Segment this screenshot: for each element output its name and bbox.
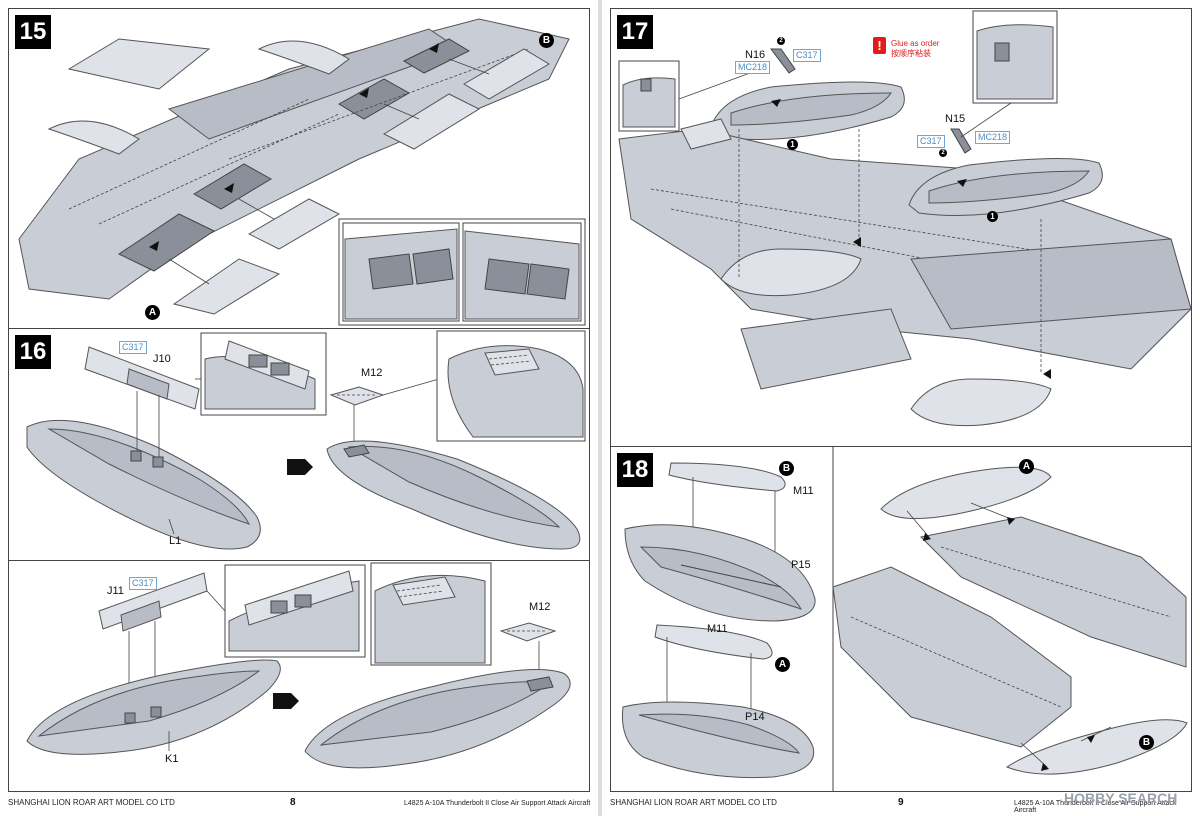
part-label-m12: M12 [361, 367, 383, 379]
step-number: 15 [15, 15, 51, 49]
footer-product: L4825 A-10A Thunderbolt II Close Air Sup… [404, 800, 591, 807]
paint-code-c317: C317 [917, 135, 945, 148]
paint-code-c317: C317 [793, 49, 821, 62]
callout-a: A [145, 305, 160, 320]
paint-code-mc218: MC218 [975, 131, 1011, 144]
instruction-page-9: 17 N16 C317 MC218 2 1 ! Glue as order 按顺… [602, 0, 1200, 816]
step-17-drawing [618, 10, 1191, 427]
callout-b: B [1139, 735, 1154, 750]
order-marker-2: 2 [777, 37, 785, 45]
instruction-page-8: 15 B A [0, 0, 598, 816]
step-16-panel: 16 C317 J10 M12 L1 [8, 328, 590, 562]
footer-company: SHANGHAI LION ROAR ART MODEL CO LTD [610, 798, 777, 807]
order-marker-2: 2 [939, 149, 947, 157]
part-label-j10: J10 [153, 353, 171, 365]
part-label-n15: N15 [945, 113, 966, 125]
watermark: HOBBY SEARCH [1064, 790, 1178, 806]
paint-code-mc218: MC218 [735, 61, 771, 74]
step-number: 17 [617, 15, 653, 49]
callout-a: A [775, 657, 790, 672]
step-17-panel: 17 N16 C317 MC218 2 1 ! Glue as order 按顺… [610, 8, 1192, 448]
page-number: 8 [290, 797, 296, 808]
step-18-panel: 18 B M11 P15 M11 A P14 A B [610, 446, 1192, 792]
step-18-drawing [621, 447, 1188, 791]
footer-product: L4825 A-10A Thunderbolt II Close Air Sup… [1014, 800, 1177, 814]
step-number: 18 [617, 453, 653, 487]
glue-instruction-cn: 按顺序粘装 [891, 49, 931, 58]
order-marker-1: 1 [987, 211, 998, 222]
paint-code-c317: C317 [129, 577, 157, 590]
glue-instruction-en: Glue as order [891, 39, 940, 48]
step-16-continued-panel: J11 C317 M12 K1 [8, 560, 590, 792]
glue-warning-icon: ! [873, 37, 886, 54]
step-16-drawing [26, 330, 586, 550]
callout-b: B [779, 461, 794, 476]
part-label-l1: L1 [169, 535, 182, 547]
part-label-j11: J11 [107, 585, 124, 597]
part-label-p14: P14 [745, 711, 765, 723]
part-label-m11: M11 [707, 623, 728, 635]
page-gutter [598, 0, 602, 816]
step-15-drawing [18, 18, 586, 326]
part-label-k1: K1 [165, 753, 179, 765]
step-15-panel: 15 B A [8, 8, 590, 330]
part-label-m11: M11 [793, 485, 814, 497]
step-16-continued-drawing [26, 562, 571, 769]
callout-b: B [539, 33, 554, 48]
order-marker-1: 1 [787, 139, 798, 150]
callout-a: A [1019, 459, 1034, 474]
page-number: 9 [898, 797, 904, 808]
step-number: 16 [15, 335, 51, 369]
footer-company: SHANGHAI LION ROAR ART MODEL CO LTD [8, 798, 175, 807]
part-label-n16: N16 [745, 49, 766, 61]
paint-code-c317: C317 [119, 341, 147, 354]
part-label-m12: M12 [529, 601, 551, 613]
part-label-p15: P15 [791, 559, 811, 571]
